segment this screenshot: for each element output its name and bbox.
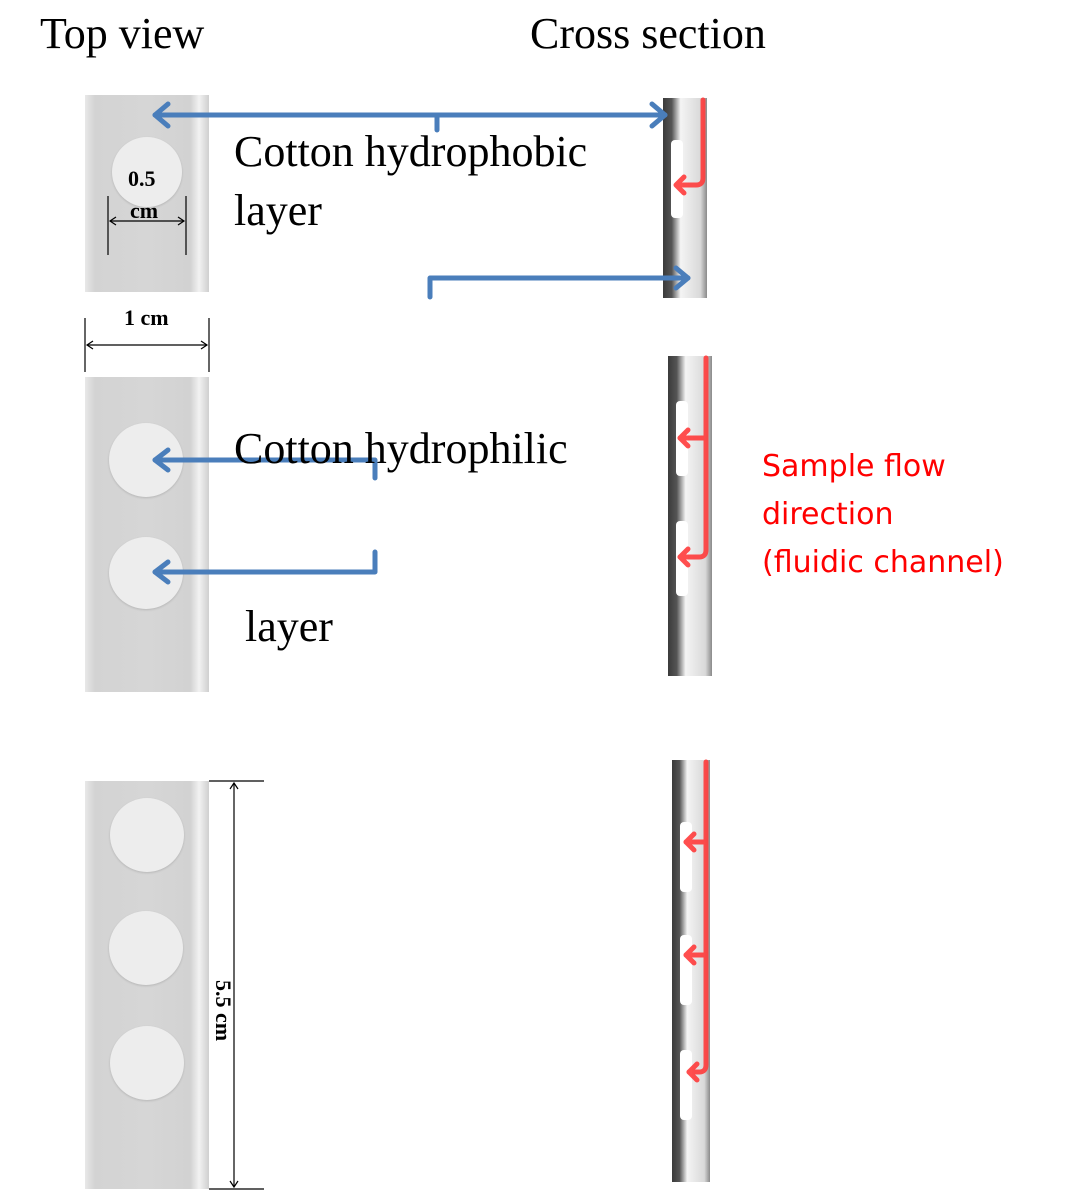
- pad-pointer-arrow-lower: [152, 549, 378, 585]
- cotton-pad: [112, 137, 182, 207]
- flow-arrow-2: [677, 355, 709, 568]
- cotton-pad: [109, 911, 183, 985]
- cotton-pad: [110, 798, 184, 872]
- cotton-pad: [110, 1026, 184, 1100]
- hydrophilic-pointer-arrow: [427, 265, 691, 300]
- flow-direction-label: Sample flow direction (fluidic channel): [762, 443, 1004, 587]
- hydrophobic-pointer-arrow: [152, 101, 668, 133]
- top-view-strip-3: [85, 781, 209, 1189]
- pad-pointer-arrow-upper: [152, 447, 378, 481]
- flow-label-line3: (fluidic channel): [762, 545, 1004, 580]
- top-view-strip-1: [85, 95, 209, 292]
- hydrophobic-label-line1: Cotton hydrophobic: [234, 127, 588, 176]
- flow-arrow-1: [673, 97, 706, 196]
- cross-section-1: [663, 98, 707, 298]
- strip-width-label: 1 cm: [124, 305, 169, 330]
- pad-diameter-unit: cm: [130, 198, 159, 223]
- pad-profile: [680, 1050, 692, 1120]
- flow-arrow-3: [683, 759, 709, 1083]
- hydrophilic-label-line2: layer: [234, 601, 333, 651]
- cross-section-heading: Cross section: [530, 9, 766, 58]
- flow-label-line2: direction: [762, 497, 894, 532]
- pad-profile: [671, 140, 683, 218]
- dimension-lines: [84, 196, 264, 1190]
- hydrophilic-label: Cotton hydrophilic layer: [234, 300, 568, 716]
- hydrophobic-label: Cotton hydrophobic layer: [234, 122, 587, 241]
- pad-diameter-value: 0.5: [128, 166, 156, 191]
- flow-label-line1: Sample flow: [762, 449, 946, 484]
- hydrophilic-label-line1: Cotton hydrophilic: [234, 423, 568, 473]
- hydrophobic-label-line2: layer: [234, 186, 322, 236]
- top-view-strip-2: [85, 377, 209, 692]
- top-view-heading: Top view: [40, 9, 205, 58]
